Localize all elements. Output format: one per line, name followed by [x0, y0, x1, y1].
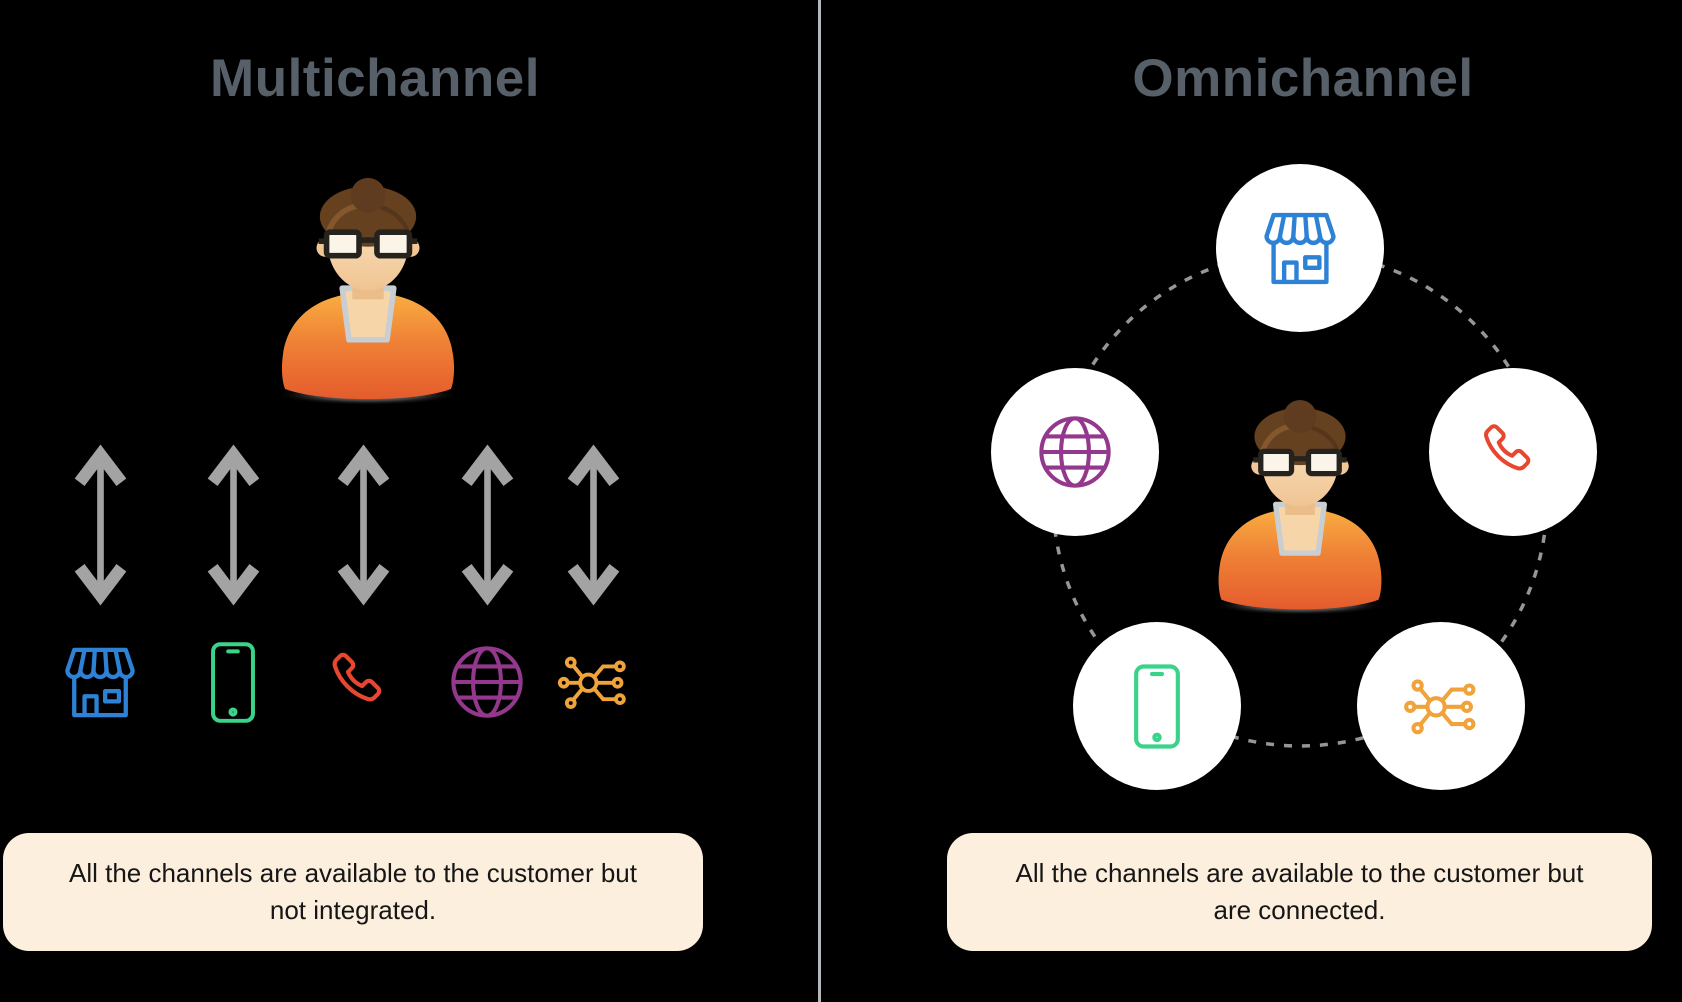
channel-circle-mobile: [1073, 622, 1241, 790]
caption-line: not integrated.: [269, 895, 437, 925]
smartphone-icon: [187, 640, 279, 724]
two-way-arrow: [459, 444, 516, 606]
two-way-arrow: [565, 444, 622, 606]
channel-circle-website: [991, 368, 1159, 536]
network-icon: [1400, 665, 1482, 747]
channel-circle-phone: [1429, 368, 1597, 536]
caption-line: are connected.: [1213, 895, 1386, 925]
store-icon: [1256, 208, 1344, 289]
omnichannel-caption: All the channels are available to the cu…: [947, 833, 1652, 951]
phone-handset-icon: [1475, 414, 1551, 490]
two-way-arrow: [72, 444, 129, 606]
phone-handset-icon: [317, 640, 409, 724]
customer-avatar: [1194, 398, 1406, 616]
channel-circle-store: [1216, 164, 1384, 332]
smartphone-icon: [1132, 663, 1182, 750]
caption-line: All the channels are available to the cu…: [1015, 858, 1584, 888]
network-icon: [547, 640, 639, 724]
two-way-arrow: [205, 444, 262, 606]
customer-avatar: [256, 176, 480, 406]
multichannel-title: Multichannel: [210, 49, 540, 108]
store-icon: [54, 640, 146, 724]
omnichannel-title: Omnichannel: [1132, 49, 1474, 108]
globe-icon: [1034, 411, 1116, 493]
panel-divider: [818, 0, 821, 1002]
globe-icon: [441, 640, 533, 724]
multichannel-caption: All the channels are available to the cu…: [3, 833, 703, 951]
two-way-arrow: [335, 444, 392, 606]
caption-line: All the channels are available to the cu…: [68, 858, 637, 888]
channel-circle-network: [1357, 622, 1525, 790]
